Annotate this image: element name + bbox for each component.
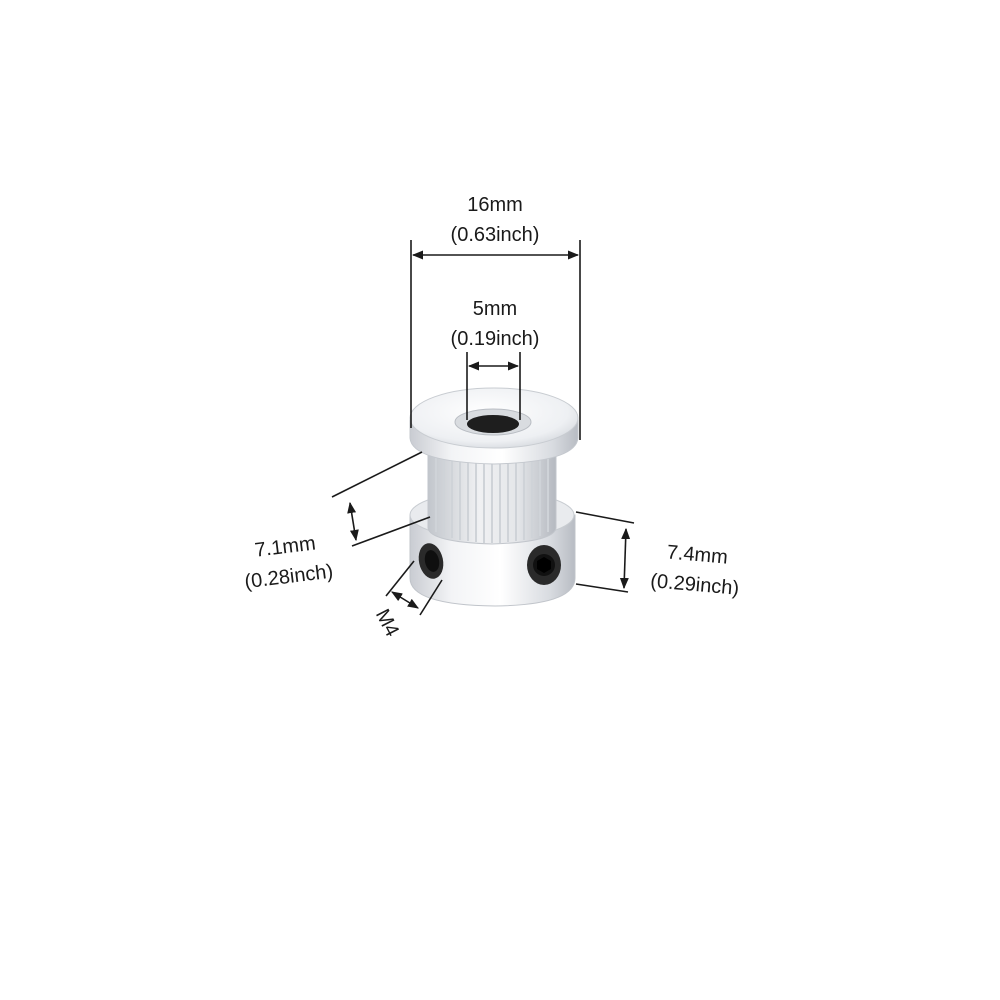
bore-label: 5mm (0.19inch) (395, 294, 595, 354)
extension-upper-74 (575, 511, 635, 524)
extension-lower-74 (575, 583, 629, 593)
bore-inch: (0.19inch) (450, 328, 540, 350)
timing-pulley-icon (409, 387, 579, 607)
extension-upper-71 (331, 451, 423, 498)
hub-height-label: 7.4mm (0.29inch) (624, 534, 769, 606)
dimension-lines (331, 240, 635, 616)
extension-m4-a (385, 560, 415, 597)
set-screw-icon (418, 543, 561, 585)
outer-diameter-mm: 16mm (467, 194, 523, 216)
bore-hole (467, 415, 519, 433)
outer-diameter-inch: (0.63inch) (450, 224, 540, 246)
outer-diameter-label: 16mm (0.63inch) (395, 190, 595, 250)
dim-arrow-m4 (391, 591, 419, 609)
extension-m4-b (419, 579, 443, 616)
dim-arrow-71 (347, 501, 359, 542)
dim-arrow-74 (619, 527, 631, 590)
extension-lower-71 (351, 516, 431, 547)
bore-mm: 5mm (472, 298, 518, 320)
teeth-grooves (435, 455, 549, 543)
